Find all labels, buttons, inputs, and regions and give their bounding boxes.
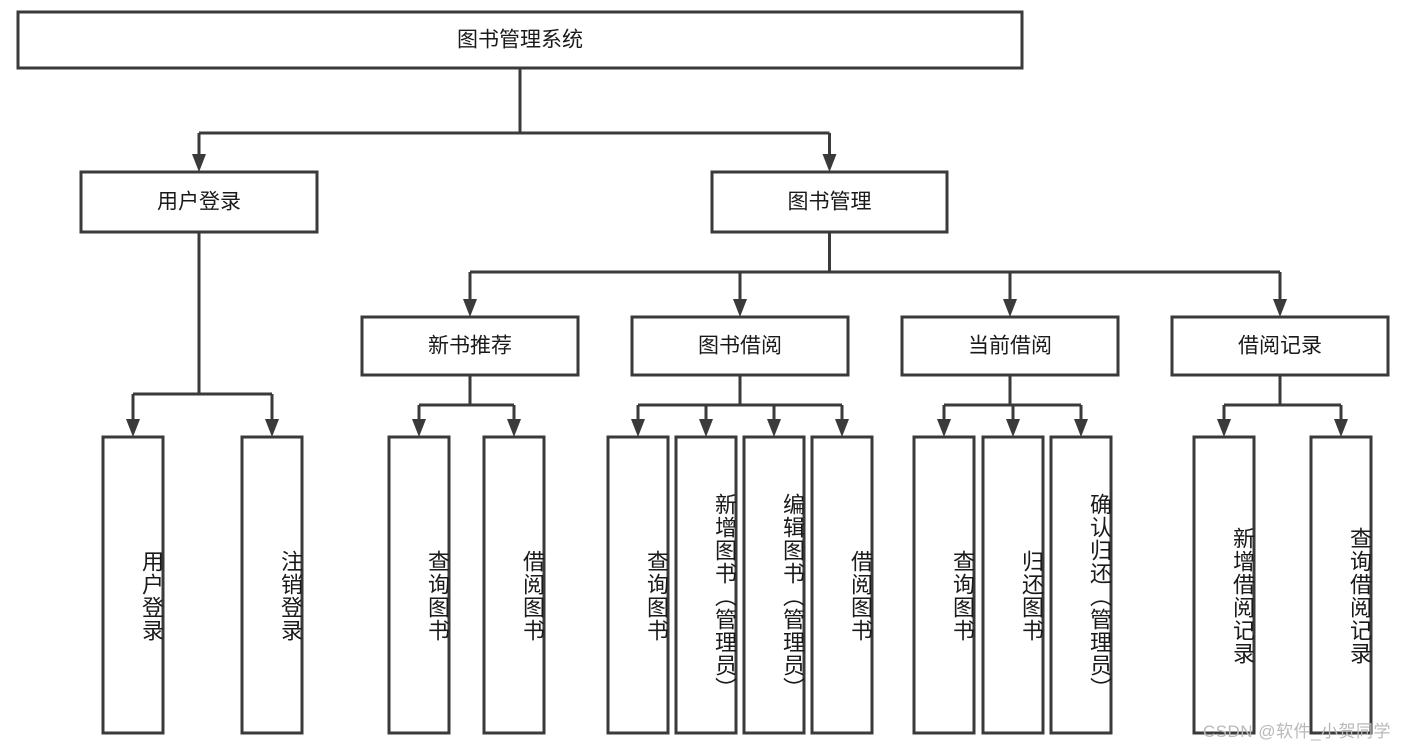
arrow-head-icon	[835, 419, 849, 437]
leaf-node-l-borrow-book-1[interactable]	[482, 435, 546, 735]
node-new-book-rec-label: 新书推荐	[428, 335, 512, 358]
arrow-head-icon	[126, 419, 140, 437]
arrow-head-icon	[507, 419, 521, 437]
arrow-head-icon	[1074, 419, 1088, 437]
arrow-head-icon	[1006, 419, 1020, 437]
arrow-head-icon	[1217, 419, 1231, 437]
leaf-node-l-add-book[interactable]	[674, 435, 738, 735]
node-current-borrow-label: 当前借阅	[968, 335, 1052, 358]
arrow-head-icon	[767, 419, 781, 437]
node-book-manage-label: 图书管理	[788, 191, 872, 214]
leaf-node-l-return-book[interactable]	[981, 435, 1045, 735]
arrow-head-icon	[1334, 419, 1348, 437]
node-user-login[interactable]	[79, 170, 319, 234]
arrow-head-icon	[192, 154, 206, 172]
leaf-node-l-query-record[interactable]	[1309, 435, 1373, 735]
node-user-login-label: 用户登录	[157, 191, 241, 214]
arrow-head-icon	[265, 419, 279, 437]
leaf-node-user-logout-leaf[interactable]	[240, 435, 304, 735]
leaf-node-user-login-leaf[interactable]	[101, 435, 165, 735]
arrow-head-icon	[463, 299, 477, 317]
node-book-manage[interactable]	[710, 170, 949, 234]
leaf-node-l-query-book-3[interactable]	[912, 435, 976, 735]
node-new-book-rec[interactable]	[360, 315, 580, 377]
node-root-label: 图书管理系统	[457, 29, 583, 52]
leaf-node-l-confirm-return[interactable]	[1049, 435, 1113, 735]
leaf-node-l-add-record[interactable]	[1192, 435, 1256, 735]
connectors-layer	[126, 68, 1348, 437]
arrow-head-icon	[822, 154, 837, 172]
arrow-head-icon	[1003, 299, 1017, 317]
arrow-head-icon	[733, 299, 747, 317]
arrow-head-icon	[412, 419, 426, 437]
arrow-head-icon	[699, 419, 713, 437]
node-root[interactable]	[16, 10, 1024, 70]
node-borrow-record[interactable]	[1170, 315, 1390, 377]
node-book-borrow[interactable]	[630, 315, 850, 377]
node-book-borrow-label: 图书借阅	[698, 335, 782, 358]
leaf-node-l-query-book-1[interactable]	[387, 435, 451, 735]
arrow-head-icon	[1273, 299, 1287, 317]
arrow-head-icon	[631, 419, 645, 437]
watermark: CSDN @软件_小贺同学	[1202, 722, 1391, 741]
leaf-node-l-query-book-2[interactable]	[606, 435, 670, 735]
arrow-head-icon	[937, 419, 951, 437]
leaf-node-l-edit-book[interactable]	[742, 435, 806, 735]
leaf-node-l-borrow-book-2[interactable]	[810, 435, 874, 735]
node-current-borrow[interactable]	[900, 315, 1120, 377]
node-borrow-record-label: 借阅记录	[1238, 335, 1322, 358]
